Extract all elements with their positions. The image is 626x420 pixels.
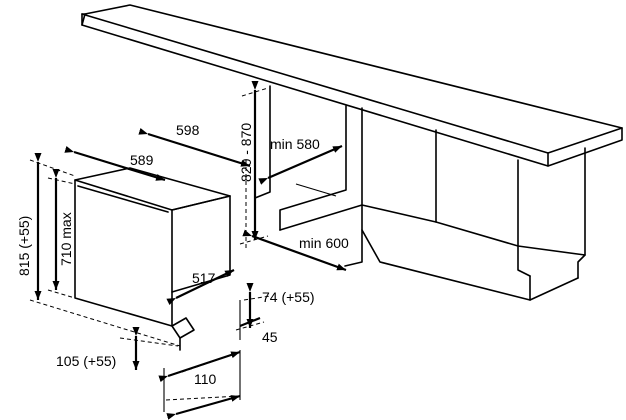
label-74: 74 (+55) (262, 289, 315, 305)
label-45: 45 (262, 329, 278, 345)
label-815: 815 (+55) (16, 216, 32, 276)
label-517: 517 (192, 270, 216, 286)
label-105: 105 (+55) (56, 353, 116, 369)
label-710-max: 710 max (58, 212, 74, 266)
dimension-labels: 598 589 820 - 870 min 580 min 600 815 (+… (16, 122, 349, 387)
cabinet-niche (254, 85, 586, 301)
label-min-580: min 580 (270, 136, 320, 152)
countertop (81, 4, 623, 167)
label-589: 589 (130, 152, 154, 168)
dimension-lines (34, 81, 347, 420)
label-min-600: min 600 (299, 235, 349, 251)
label-110: 110 (194, 371, 217, 387)
label-598: 598 (176, 122, 200, 138)
label-820-870: 820 - 870 (238, 123, 254, 182)
dishwasher (74, 167, 231, 351)
